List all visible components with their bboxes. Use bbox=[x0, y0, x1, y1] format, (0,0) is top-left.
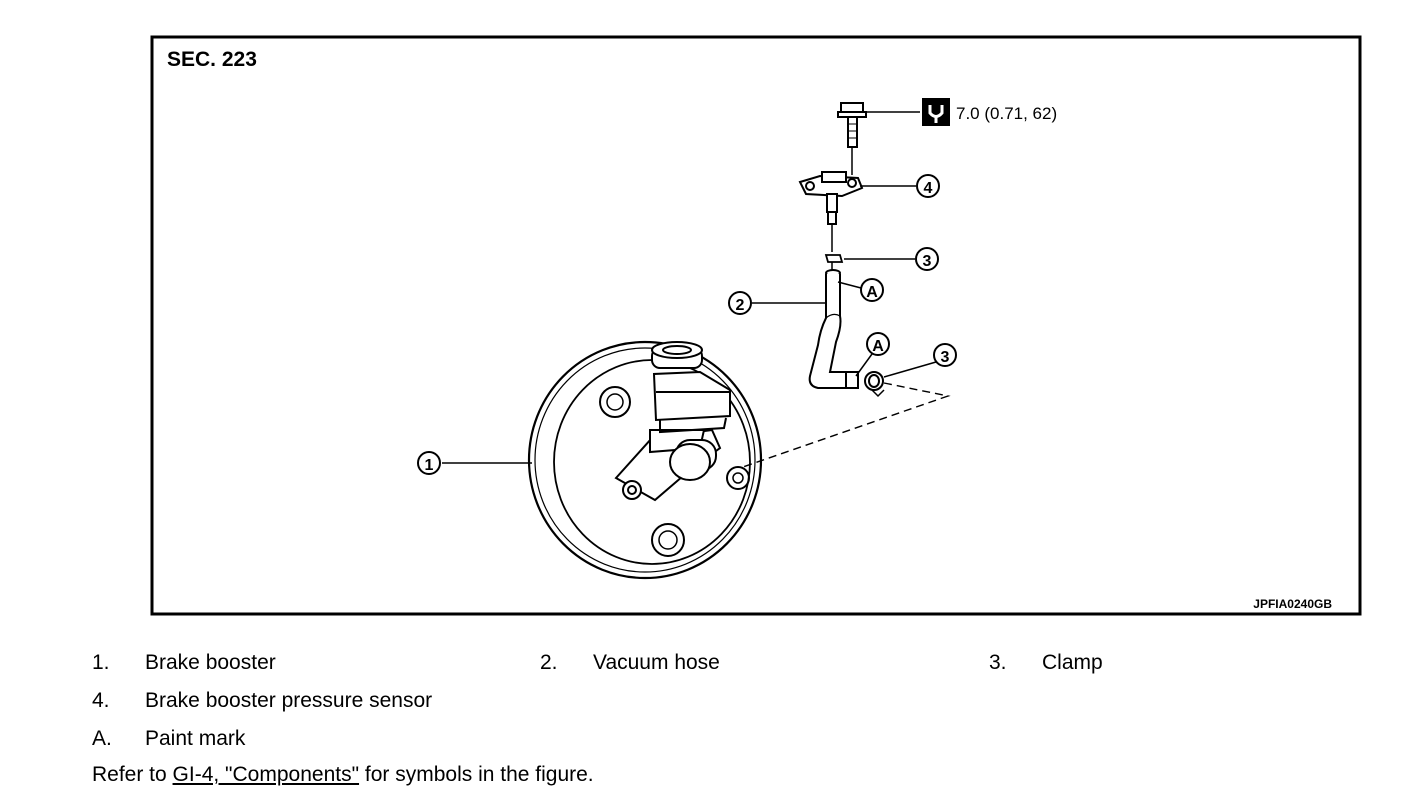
component-diagram: SEC. 223 JPFIA0240GB 1 bbox=[150, 35, 1362, 616]
legend-label: Paint mark bbox=[145, 727, 246, 750]
reference-note: Refer to GI-4, "Components" for symbols … bbox=[92, 763, 594, 787]
legend-number: 2. bbox=[540, 651, 558, 674]
torque-wrench-icon bbox=[922, 98, 950, 126]
svg-text:1: 1 bbox=[425, 457, 434, 474]
svg-text:A: A bbox=[866, 284, 878, 301]
reference-prefix: Refer to bbox=[92, 763, 173, 786]
torque-spec: 7.0 (0.71, 62) bbox=[956, 104, 1057, 123]
callout-2: 2 bbox=[728, 291, 826, 315]
legend-label: Brake booster bbox=[145, 651, 276, 674]
legend-label: Vacuum hose bbox=[593, 651, 720, 674]
vacuum-hose bbox=[808, 269, 859, 389]
svg-text:3: 3 bbox=[923, 253, 932, 270]
legend-number: 3. bbox=[989, 651, 1007, 674]
legend-number: 4. bbox=[92, 689, 110, 712]
figure-code: JPFIA0240GB bbox=[1253, 597, 1332, 611]
figure-frame bbox=[150, 35, 1362, 616]
upper-clamp bbox=[824, 254, 844, 270]
svg-text:3: 3 bbox=[941, 349, 950, 366]
callout-a-upper: A bbox=[837, 278, 884, 302]
callout-4: 4 bbox=[860, 174, 940, 198]
components-reference-link[interactable]: GI-4, "Components" bbox=[172, 763, 360, 786]
legend-number: 1. bbox=[92, 651, 110, 674]
callout-a-lower: A bbox=[855, 332, 890, 377]
callout-1: 1 bbox=[417, 451, 532, 475]
assembly-dashed-line bbox=[739, 382, 951, 469]
svg-text:A: A bbox=[872, 338, 884, 355]
pressure-sensor bbox=[798, 171, 864, 252]
legend-label: Clamp bbox=[1042, 651, 1103, 674]
sensor-bolt bbox=[837, 102, 867, 148]
svg-text:4: 4 bbox=[924, 180, 933, 197]
lower-clamp bbox=[864, 371, 885, 398]
legend-label: Brake booster pressure sensor bbox=[145, 689, 433, 712]
section-label: SEC. 223 bbox=[167, 48, 257, 71]
callout-3-lower: 3 bbox=[883, 343, 957, 378]
master-cylinder bbox=[614, 341, 731, 502]
callout-3-upper: 3 bbox=[844, 247, 939, 271]
legend-number: A. bbox=[92, 727, 112, 750]
reference-suffix: for symbols in the figure. bbox=[359, 763, 594, 786]
svg-text:2: 2 bbox=[736, 297, 745, 314]
